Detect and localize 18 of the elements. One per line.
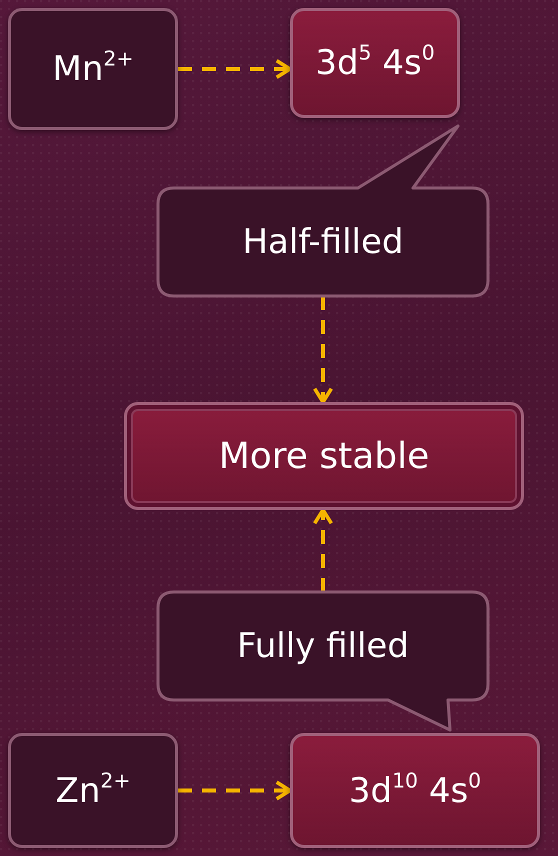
highlight-box <box>290 733 540 848</box>
dashed-arrow <box>312 296 334 404</box>
ion-box <box>8 733 178 848</box>
speech-bubble <box>158 126 488 296</box>
speech-bubble <box>158 592 488 730</box>
dashed-arrow <box>178 780 292 801</box>
node-label: 3d$^{10}$ 4s$^{0}$ <box>348 770 482 810</box>
node-label: 3d$^{5}$ 4s$^{0}$ <box>315 43 435 83</box>
node-label: Zn$^{2+}$ <box>56 770 130 810</box>
node-label: Half-filled <box>242 222 404 262</box>
dashed-arrow <box>312 508 334 592</box>
highlight-box <box>124 402 524 510</box>
highlight-box <box>290 8 460 118</box>
ion-box <box>8 8 178 130</box>
node-label: Mn$^{2+}$ <box>52 49 134 89</box>
node-label: More stable <box>218 436 430 476</box>
dashed-arrow <box>178 58 292 80</box>
node-label: Fully filled <box>237 626 409 666</box>
